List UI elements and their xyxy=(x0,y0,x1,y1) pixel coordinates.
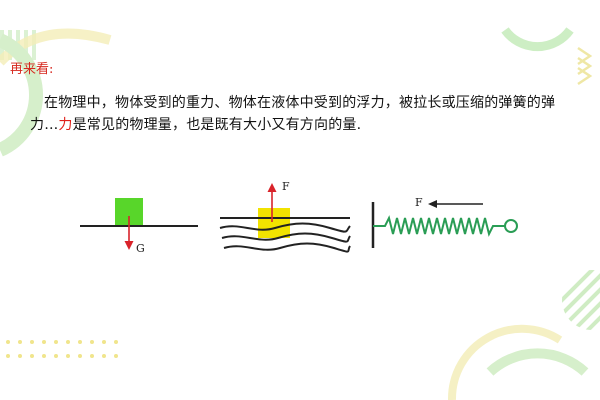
bottom-right-yellow-arc xyxy=(447,324,563,400)
bottom-right-green-arc xyxy=(486,348,589,376)
gravity-arrow-head xyxy=(124,241,134,250)
yellow-block xyxy=(258,208,290,238)
spring-force-label: F xyxy=(415,196,423,209)
water-wave-1 xyxy=(219,222,351,233)
slide-heading: 再来看: xyxy=(10,62,54,77)
bottom-left-dots xyxy=(6,340,118,358)
buoyancy-figure: F xyxy=(219,180,351,253)
water-wave-2 xyxy=(221,232,351,243)
spring-force-arrow-head xyxy=(428,200,437,208)
buoyancy-label: F xyxy=(282,180,290,193)
gravity-figure: G xyxy=(80,198,198,255)
paragraph-text-end: 是常见的物理量，也是既有大小又有方向的量. xyxy=(72,117,362,133)
water-wave-3 xyxy=(223,242,351,253)
spring-coil xyxy=(373,215,505,237)
buoyancy-arrow-head xyxy=(267,183,277,192)
highlighted-word: 力 xyxy=(58,117,73,133)
right-chevrons xyxy=(577,46,593,86)
right-striped-circle xyxy=(562,270,600,330)
spring-end-ring xyxy=(504,219,518,233)
gravity-label: G xyxy=(136,242,145,255)
paragraph-text-start: 在物理中，物体受到的重力、物体在液体中受到的浮力，被拉长或压缩的弹簧的弹力… xyxy=(30,95,556,133)
top-right-green-arc xyxy=(501,27,574,52)
body-paragraph: 在物理中，物体受到的重力、物体在液体中受到的浮力，被拉长或压缩的弹簧的弹力…力是… xyxy=(30,92,578,136)
spring-figure: F xyxy=(371,196,518,248)
left-green-arc xyxy=(0,33,44,157)
